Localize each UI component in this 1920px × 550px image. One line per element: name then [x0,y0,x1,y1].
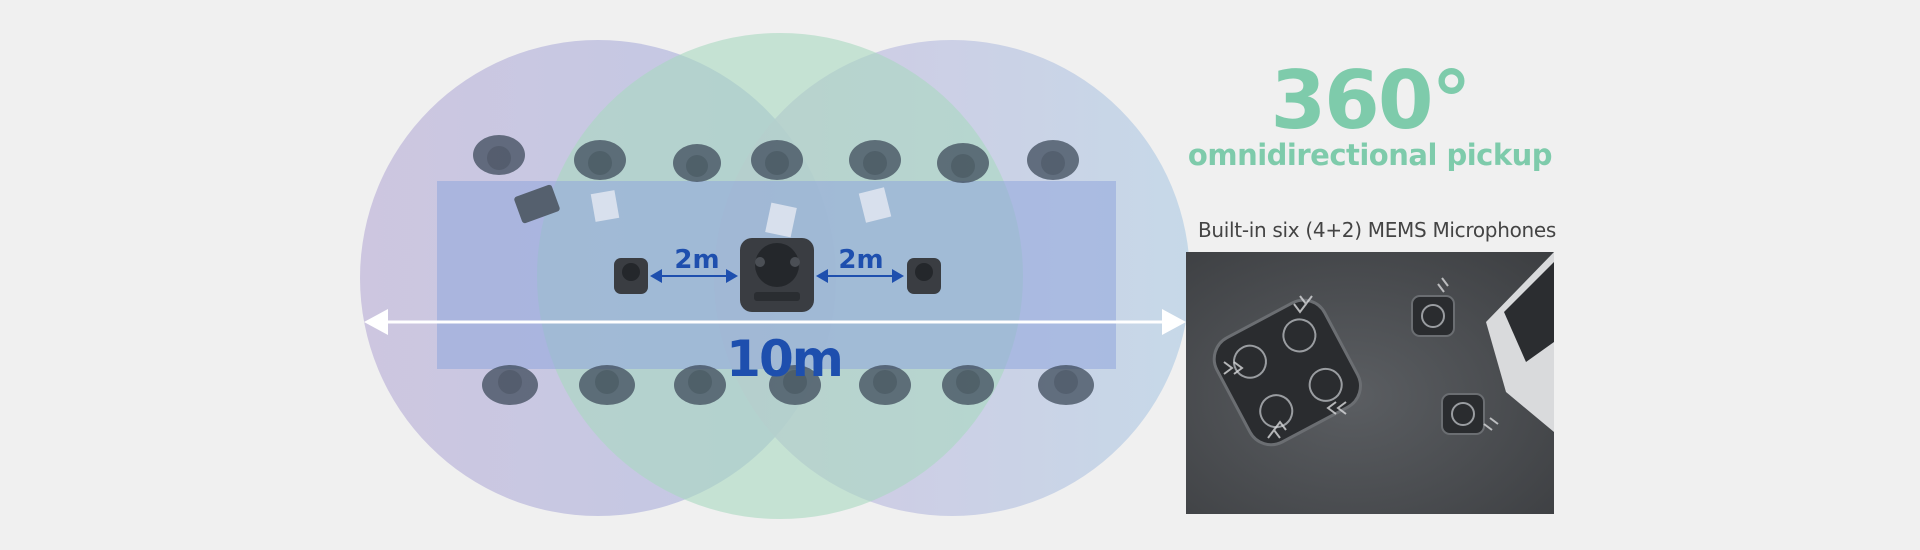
paper-icon [765,202,797,238]
speakerphone-photo [1186,252,1554,514]
left-distance-label: 2m [674,245,719,275]
participants-bottom-row [482,365,1094,405]
microphones-caption: Built-in six (4+2) MEMS Microphones [1197,218,1557,242]
paper-icon [858,187,892,223]
headline-subtitle: omnidirectional pickup [1187,138,1553,172]
total-range-label: 10m [726,330,842,388]
right-distance-arrow [816,269,904,283]
sound-wave-icon [1223,277,1499,439]
satellite-mic-icon [1411,295,1455,337]
left-distance-arrow [650,269,738,283]
paper-icon [590,190,620,222]
main-speakerphone-icon [740,238,814,312]
laptop-icon [514,184,560,224]
satellite-mic-icon [1441,393,1485,435]
main-speakerphone-icon [1212,298,1362,447]
headline-block: 360° omnidirectional pickup [1170,54,1570,173]
laptop-icon [1486,252,1554,432]
satellite-mic-right-icon [907,258,941,294]
right-distance-label: 2m [838,245,883,275]
range-arrow [364,309,1186,335]
headline-angle: 360° [1270,54,1472,147]
satellite-mic-left-icon [614,258,648,294]
participants-top-row [473,135,1079,183]
